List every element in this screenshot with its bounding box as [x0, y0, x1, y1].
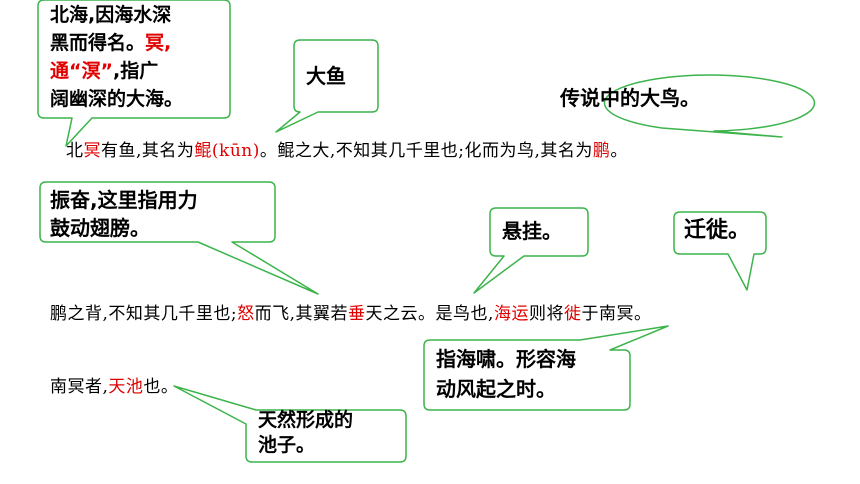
callout-haixiao — [423, 325, 669, 411]
note-dapeng: 传说中的大鸟。 — [560, 86, 700, 110]
callout-tianran — [173, 385, 407, 463]
callout-qianxi — [673, 211, 767, 291]
callout-xuangua — [473, 207, 589, 294]
note-haixiao: 指海啸。形容海 动风起之时。 — [436, 347, 576, 401]
note-xuangua: 悬挂。 — [502, 219, 562, 243]
text-line-1: 北冥有鱼,其名为鲲(kūn)。鲲之大,不知其几千里也;化而为鸟,其名为鹏。 — [66, 141, 628, 161]
note-tianran: 天然形成的 池子。 — [258, 409, 354, 456]
callout-beihai — [37, 0, 231, 147]
callout-fen — [39, 181, 319, 295]
note-dayu: 大鱼 — [306, 64, 346, 88]
note-beihai: 北海,因海水深 黑而得名。冥, 通“溟”,指广 阔幽深的大海。 — [50, 4, 184, 110]
callout-dapeng — [603, 74, 816, 138]
callout-dayu — [275, 39, 379, 133]
note-fen: 振奋,这里指用力 鼓动翅膀。 — [50, 188, 198, 240]
text-line-2: 鹏之背,不知其几千里也;怒而飞,其翼若垂天之云。是鸟也,海运则将徙于南冥。 — [50, 304, 652, 324]
note-qianxi: 迁徙。 — [684, 218, 751, 243]
text-line-3: 南冥者,天池也。 — [50, 377, 179, 397]
